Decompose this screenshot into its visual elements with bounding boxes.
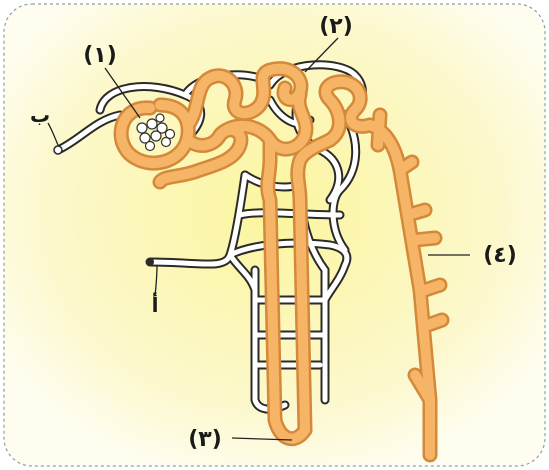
label-2: (٢) [319,14,353,39]
label-1: (١) [83,43,117,68]
label-b: ب [30,103,50,127]
label-3: (٣) [188,427,222,452]
label-a: أ [152,291,159,317]
label-4: (٤) [483,243,517,268]
